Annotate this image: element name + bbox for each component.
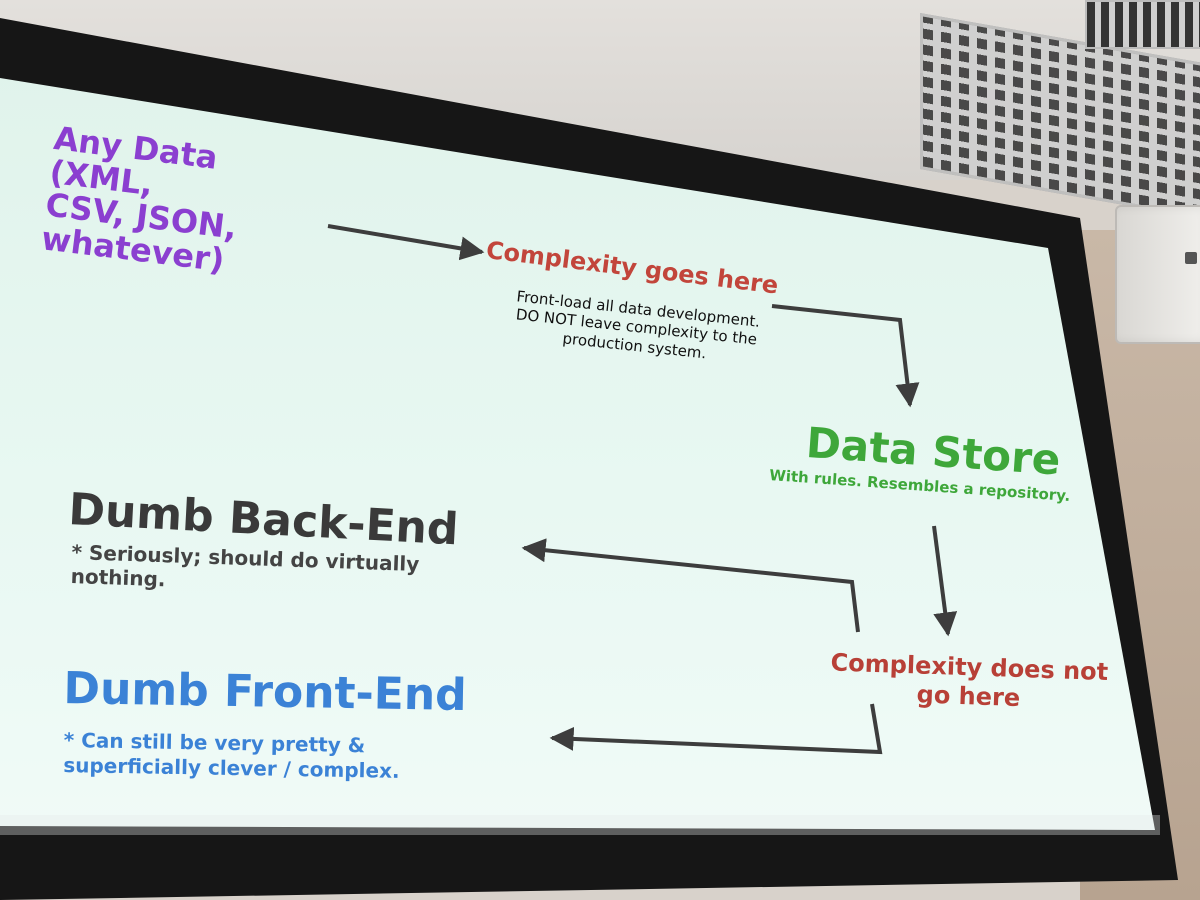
arrow-to-dumb-back-end xyxy=(521,538,860,633)
arrow-to-dumb-front-end xyxy=(549,703,883,755)
complexity-does-not-go-here-label: Complexity does not go here xyxy=(830,648,1109,712)
dumb-front-end-note: * Can still be very pretty & superficial… xyxy=(63,728,400,783)
wall-speaker xyxy=(1115,205,1200,344)
screen-edge xyxy=(0,815,1160,835)
arrow-any-data-to-complexity xyxy=(327,224,485,261)
speaker-indicator xyxy=(1185,252,1197,264)
arrow-complexity-to-data-store xyxy=(771,304,920,408)
ceiling-vent-small xyxy=(1085,0,1200,49)
arrow-data-store-to-complexity-not xyxy=(932,525,958,637)
dumb-front-end-title: Dumb Front-End xyxy=(63,663,468,722)
